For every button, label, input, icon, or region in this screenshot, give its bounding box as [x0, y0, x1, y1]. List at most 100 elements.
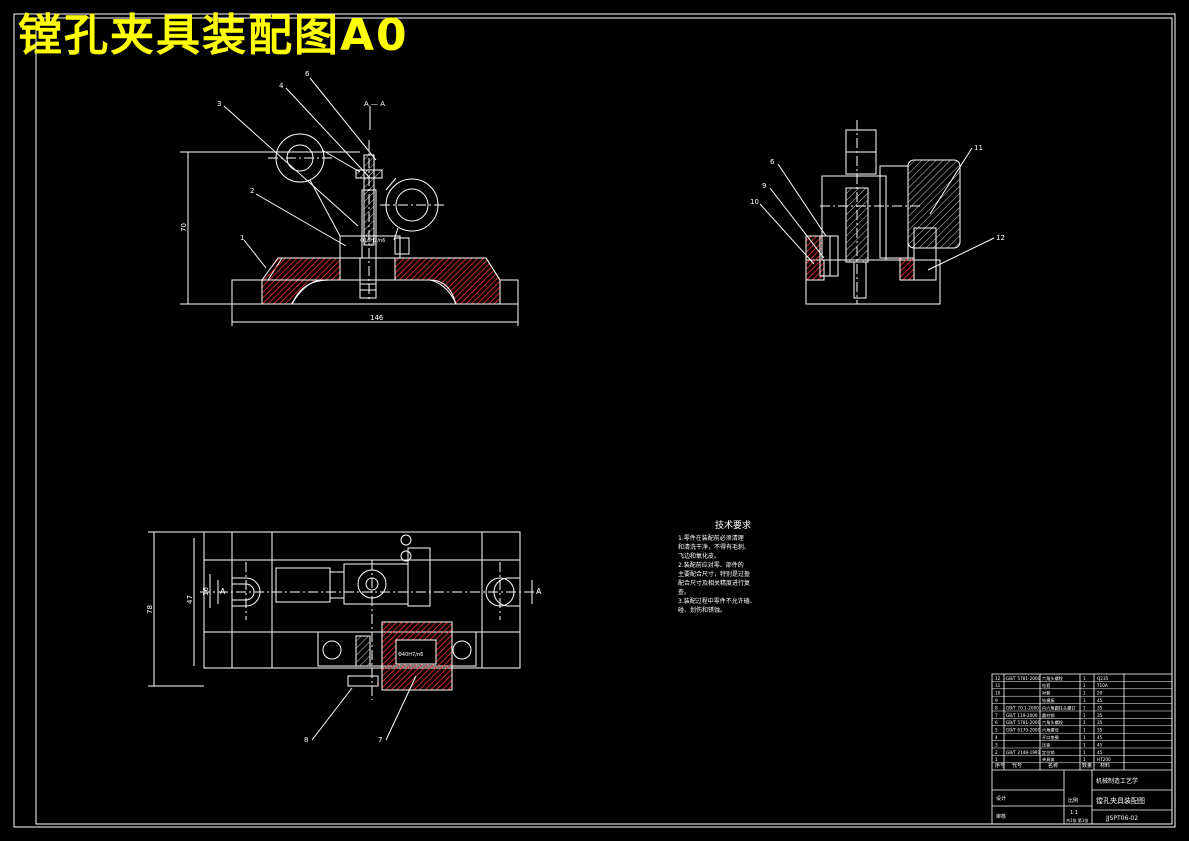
plan-dim-small: 16	[202, 587, 210, 596]
bom-cell: 35	[1097, 720, 1103, 725]
bom-cell: 1	[1083, 728, 1086, 733]
bom-cell: GB/T 6170-2000	[1006, 728, 1041, 733]
bom-cell: 8	[995, 705, 998, 710]
side-leader-9: 9	[762, 182, 766, 190]
bom-cell: 开口垫圈	[1042, 734, 1059, 741]
tb-check-label: 审核	[996, 813, 1006, 820]
front-dim-height: 70	[180, 223, 188, 232]
bom-cell: 10	[995, 691, 1001, 696]
tech-heading: 技术要求	[714, 521, 751, 531]
title-block-text: 序号 代号 名称 数量 材料 机械制造工艺学 镗孔夹具装配图 JJSPT06-0…	[995, 762, 1145, 823]
bom-cell: 钻模板	[1042, 697, 1055, 704]
bom-cell: 1	[1083, 705, 1086, 710]
bom-cell: 3	[995, 742, 998, 747]
bom-cell: 压板	[1042, 741, 1051, 748]
plan-dim-outer: 78	[146, 605, 154, 614]
tech-line: 飞边和氧化皮。	[678, 553, 721, 560]
front-view-labels: 3 4 6 2 1 A — A 70 146 Φ16H7/n6	[180, 70, 385, 322]
bom-cell: 1	[1083, 750, 1086, 755]
plan-leader-8: 8	[304, 736, 308, 744]
tech-line: 和清洗干净，不得有毛刺、	[678, 544, 751, 551]
bom-cell: 35	[1097, 705, 1103, 710]
bom-cell: 1	[1083, 720, 1086, 725]
tb-designer-label: 设计	[996, 795, 1006, 802]
front-leader-1: 1	[240, 234, 244, 242]
bom-cell: 1	[1083, 691, 1086, 696]
inner-border	[35, 17, 1173, 825]
bom-cell: 5	[995, 728, 998, 733]
tech-line: 查。	[678, 589, 691, 596]
plan-dim-inner: 47	[186, 595, 194, 604]
tech-line: 碰、划伤和锈蚀。	[678, 607, 727, 614]
bom-cell: 45	[1097, 750, 1103, 755]
plan-section-right: A	[536, 587, 542, 596]
bom-cell: 1	[1083, 742, 1086, 747]
bom-cell: GB/T 5781-2000	[1006, 676, 1041, 681]
tb-sheet: 共1张 第1张	[1066, 817, 1088, 823]
front-view	[180, 77, 519, 326]
bom-cell: GB/T 119-2000	[1006, 713, 1038, 718]
bom-cell: 1	[1083, 735, 1086, 740]
bom-cell: 1	[1083, 713, 1086, 718]
bom-header-code: 代号	[1012, 762, 1022, 769]
side-leader-10: 10	[750, 198, 759, 206]
bom-cell: 2	[995, 750, 998, 755]
bom-cell: 圆柱销	[1042, 712, 1055, 719]
plan-view-labels: 8 7 78 47 16 A A Φ40H7/n6	[146, 587, 542, 744]
bom-cell: 钻套	[1042, 682, 1051, 689]
bom-cell: 45	[1097, 698, 1103, 703]
side-leader-12: 12	[996, 234, 1005, 242]
front-leader-2: 2	[250, 187, 254, 195]
bom-cell: 定位销	[1042, 749, 1055, 756]
tech-line: 配合尺寸及相关精度进行复	[678, 580, 751, 587]
bom-cell: 11	[995, 683, 1001, 688]
plan-section-left: A	[220, 587, 226, 596]
technical-requirements: 技术要求 1.零件在装配前必须清理 和清洗干净，不得有毛刺、 飞边和氧化皮。 2…	[678, 522, 788, 615]
bom-cell: 衬套	[1042, 690, 1051, 697]
bom-cell: T10A	[1096, 683, 1108, 688]
side-view-labels: 6 9 10 11 12	[750, 144, 1005, 242]
outer-border	[13, 13, 1176, 828]
drawing-title: 镗孔夹具装配图A0	[18, 10, 409, 61]
front-leader-4: 4	[279, 82, 284, 90]
bom-cell: 45	[1097, 742, 1103, 747]
tb-scale: 1:1	[1070, 810, 1078, 816]
bom-cell: 1	[1083, 757, 1086, 762]
bom-cell: 20	[1097, 691, 1103, 696]
tech-line: 2.装配前应对零、部件的	[678, 562, 744, 569]
bom-cell: 六角头螺栓	[1042, 675, 1064, 682]
plan-leader-7: 7	[378, 736, 382, 744]
bom-cell: 内六角圆柱头螺钉	[1042, 704, 1076, 711]
tech-line: 1.零件在装配前必须清理	[678, 535, 744, 542]
bom-cell: 35	[1097, 713, 1103, 718]
tb-school: 机械制造工艺学	[1096, 777, 1138, 785]
bom-cell: HT200	[1097, 757, 1111, 762]
bom-cell: 1	[1083, 683, 1086, 688]
tech-line: 3.装配过程中零件不允许磕、	[678, 598, 756, 605]
bom-cell: GB/T 5781-2000	[1006, 720, 1041, 725]
bom-header-qty: 数量	[1082, 762, 1092, 769]
bom-cell: 6	[995, 720, 998, 725]
bom-cell: GB/T 2148-1991	[1006, 750, 1041, 755]
front-dim-width: 146	[370, 314, 384, 322]
tech-line: 主要配合尺寸，特别是过盈	[678, 571, 751, 578]
bom-cell: 45	[1097, 735, 1103, 740]
plan-view	[148, 531, 540, 741]
bom-cell: 六角头螺栓	[1042, 719, 1064, 726]
bom-cell: 12	[995, 676, 1001, 681]
front-section-mark: A — A	[364, 100, 385, 108]
side-view	[759, 120, 995, 305]
bom-cell: 夹具体	[1042, 756, 1055, 763]
bom-header-material: 材料	[1100, 762, 1110, 769]
plan-fit-label: Φ40H7/n6	[398, 652, 423, 658]
bom-cell: 六角螺母	[1042, 727, 1059, 734]
tb-drawing-name: 镗孔夹具装配图	[1096, 796, 1145, 805]
bom-cell: 1	[1083, 676, 1086, 681]
bom-header-no: 序号	[995, 762, 1005, 769]
bom-cell: 1	[995, 757, 998, 762]
tb-drawing-no: JJSPT06-02	[1105, 815, 1138, 822]
bom-cell: 7	[995, 713, 998, 718]
front-leader-3: 3	[217, 100, 221, 108]
